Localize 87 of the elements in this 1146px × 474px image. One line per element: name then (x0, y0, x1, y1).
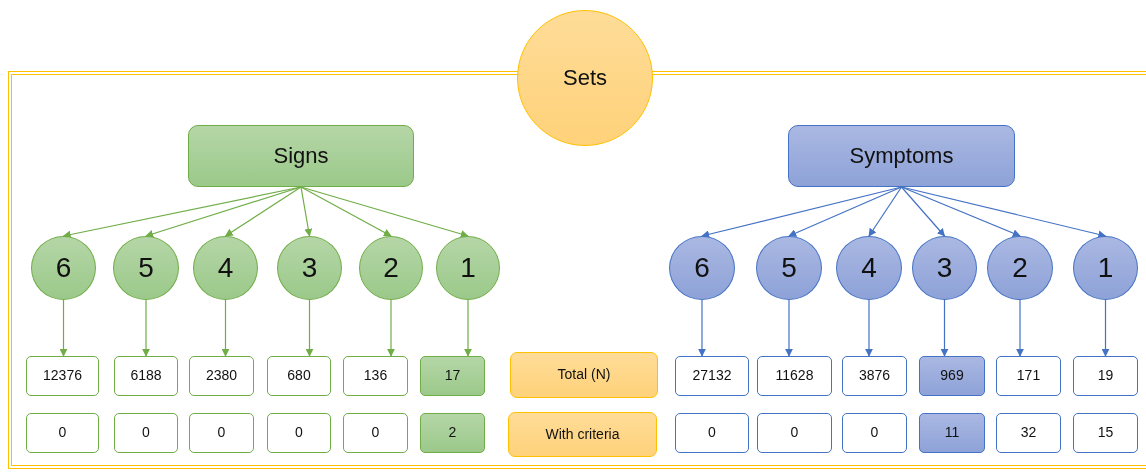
node-label: 3 (301, 252, 318, 284)
value-box (996, 413, 1061, 453)
node-label: 2 (448, 425, 457, 441)
value-box (343, 413, 408, 453)
node-label: 1 (460, 252, 476, 284)
arrow (387, 299, 395, 357)
value-box (675, 413, 749, 453)
node-label: 3 (936, 252, 953, 284)
node-label: Sets (563, 65, 607, 91)
arrow (300, 186, 392, 237)
value-box (189, 356, 254, 396)
node-label: 6 (694, 252, 710, 284)
node-label: 6 (55, 252, 72, 284)
node-label: 2 (383, 252, 399, 284)
node-label: Signs (273, 143, 329, 169)
arrow (224, 186, 302, 237)
category-box (788, 125, 1015, 187)
value-box (343, 356, 408, 396)
value-box (1073, 356, 1138, 396)
node-label: 0 (217, 425, 226, 441)
value-box (26, 413, 99, 453)
node-label: 4 (217, 252, 234, 284)
node-label: 11628 (775, 368, 814, 384)
arrow (900, 186, 946, 237)
node-label: 11 (944, 425, 960, 441)
node-label: 0 (870, 425, 879, 441)
node-label: 969 (940, 368, 964, 384)
node-label: 2380 (205, 368, 238, 384)
arrow (865, 299, 873, 357)
value-box (420, 356, 485, 396)
value-box (919, 413, 985, 453)
arrow (305, 299, 314, 357)
node-label: 6188 (130, 368, 162, 384)
arrow (1016, 299, 1024, 357)
value-box (114, 413, 178, 453)
value-box (996, 356, 1061, 396)
node-label: 27132 (692, 368, 732, 384)
value-box (1073, 413, 1138, 453)
node-label: 2 (1012, 252, 1028, 284)
node-label: 5 (781, 252, 797, 284)
arrow (698, 299, 706, 357)
node-label: 15 (1097, 425, 1114, 441)
arrow (142, 299, 150, 357)
node-label: 12376 (43, 368, 82, 384)
arrow (788, 186, 903, 237)
value-box (189, 413, 254, 453)
value-box (757, 356, 832, 396)
arrow (1101, 299, 1110, 357)
node-label: 136 (363, 368, 388, 384)
row-label-box (510, 352, 658, 398)
row-label-box (508, 412, 657, 457)
node-label: 1 (1097, 252, 1114, 284)
value-box (26, 356, 99, 396)
node-label: 5 (138, 252, 154, 284)
node-label: 680 (287, 368, 311, 384)
node-label: 0 (295, 425, 303, 441)
arrow (59, 299, 68, 357)
node-label: 0 (142, 425, 150, 441)
arrow (785, 299, 793, 357)
node-label: Symptoms (849, 143, 954, 169)
node-label: 3876 (858, 368, 891, 384)
value-box (267, 413, 331, 453)
node-label: 19 (1097, 368, 1114, 384)
arrow (300, 186, 313, 237)
node-label: 0 (790, 425, 799, 441)
node-label: 0 (58, 425, 67, 441)
arrow (464, 299, 472, 357)
arrow (868, 186, 903, 237)
node-label: With criteria (545, 426, 620, 443)
node-label: 171 (1016, 368, 1041, 384)
value-box (757, 413, 832, 453)
node-label: 4 (861, 252, 877, 284)
arrow (221, 299, 230, 357)
value-box (267, 356, 331, 396)
arrow (940, 299, 949, 357)
value-box (114, 356, 178, 396)
value-box (842, 356, 907, 396)
value-box (919, 356, 985, 396)
value-box (675, 356, 749, 396)
category-box (188, 125, 414, 187)
node-label: 0 (708, 425, 716, 441)
node-label: 0 (371, 425, 380, 441)
value-box (842, 413, 907, 453)
node-label: Total (N) (557, 367, 611, 383)
node-label: 17 (444, 368, 461, 384)
node-label: 32 (1020, 425, 1037, 441)
value-box (420, 413, 485, 453)
